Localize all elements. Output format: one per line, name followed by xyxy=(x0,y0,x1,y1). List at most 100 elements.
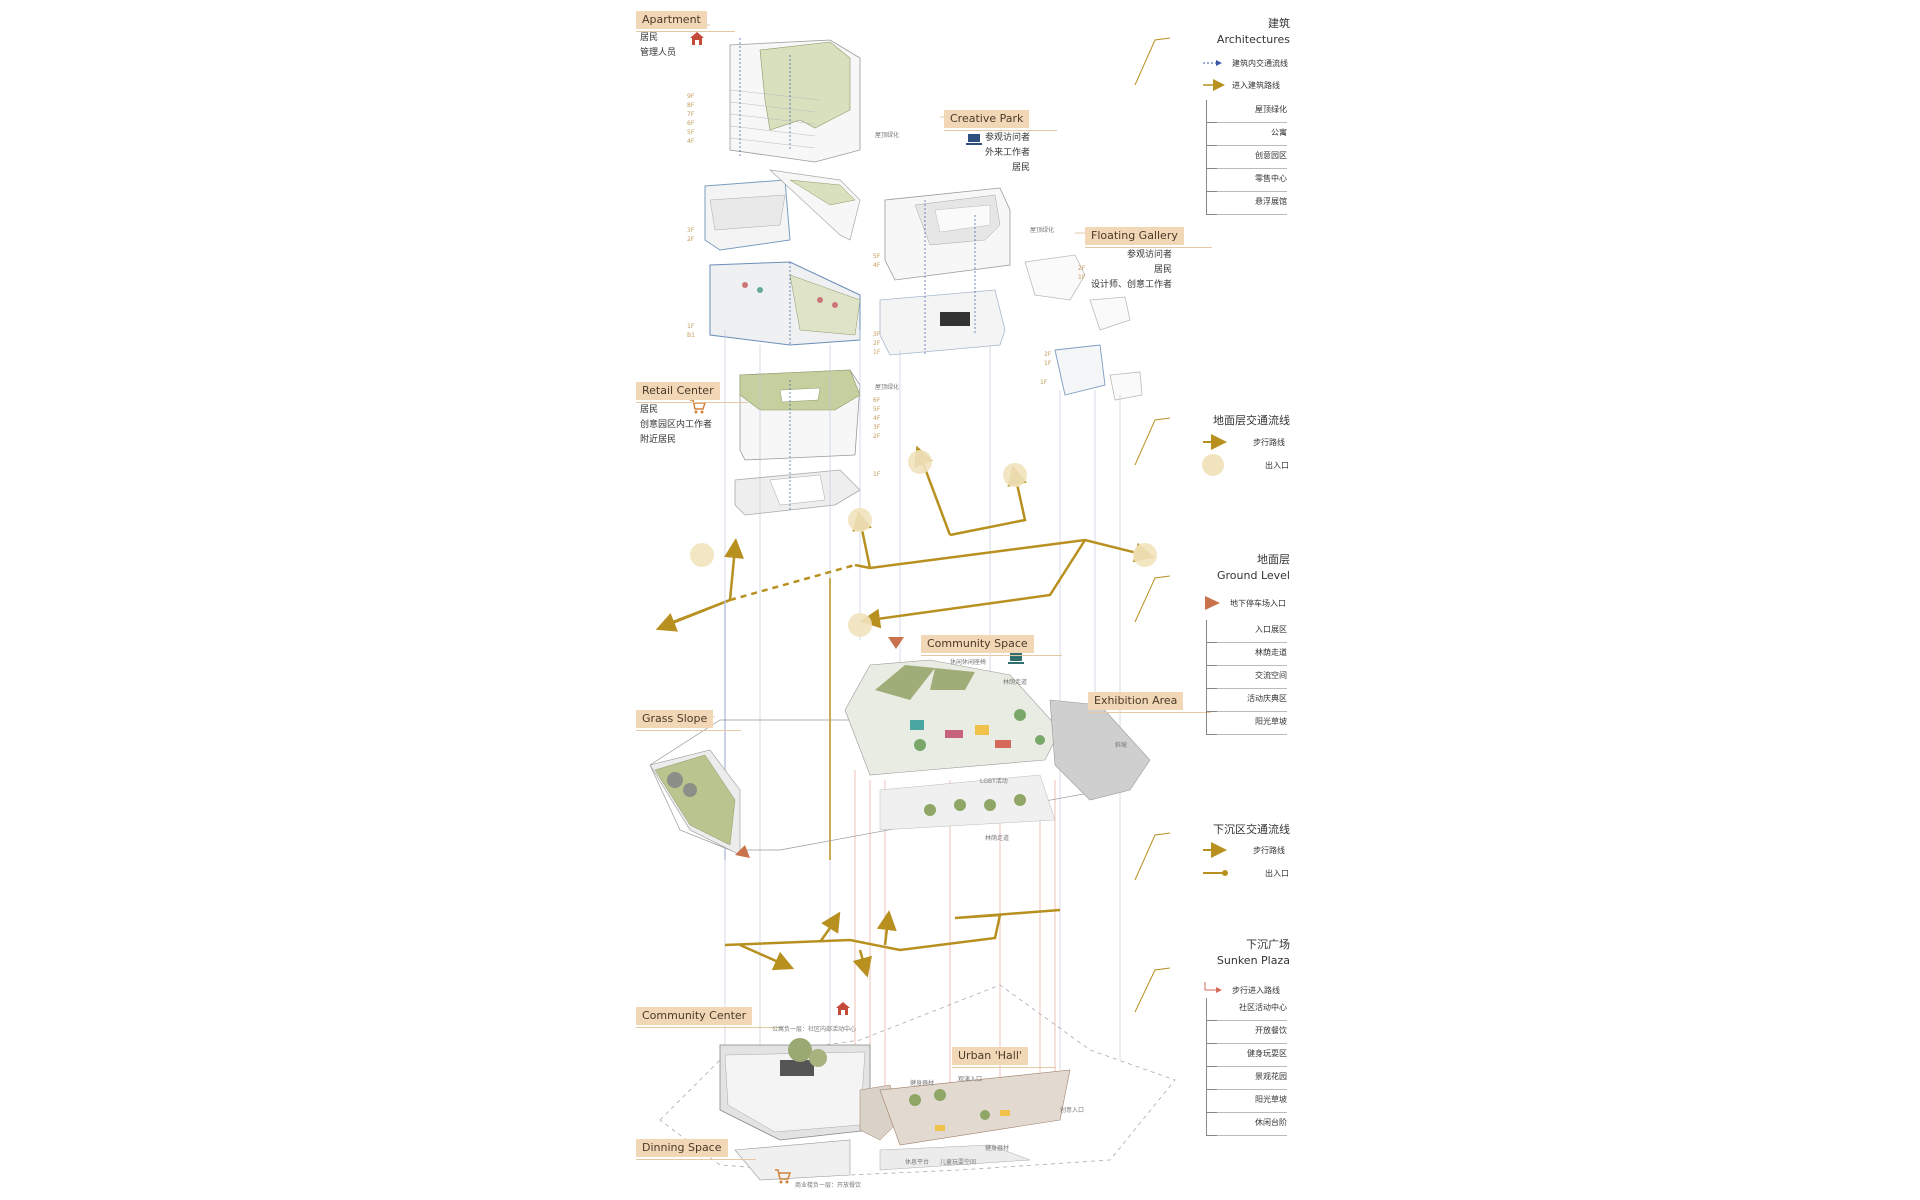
apartment-user-1: 居民 xyxy=(640,33,659,43)
floor-label: 2F xyxy=(687,236,695,243)
legend-list-item: 悬浮展馆 xyxy=(1207,192,1287,215)
floor-label: 4F xyxy=(687,138,695,145)
ground-level-plate xyxy=(649,659,1151,858)
legend-symbols xyxy=(1202,60,1228,993)
floor-label: 6F xyxy=(873,397,881,404)
legend-ground-entrance-label: 出入口 xyxy=(1265,461,1289,470)
legend-ground-flow-title: 地面层交通流线 xyxy=(1213,414,1290,427)
legend-sunken-plaza-title: 下沉广场 Sunken Plaza xyxy=(1180,937,1290,969)
floor-label: 3F xyxy=(873,331,881,338)
retail-floors-lower: 1F xyxy=(873,470,880,479)
floor-label: 6F xyxy=(687,120,695,127)
tag-community-center: Community Center xyxy=(636,1007,781,1028)
annotation-dining: 商业楼负一层：开放餐饮 xyxy=(795,1182,862,1189)
legend-enter-flow-label: 进入建筑路线 xyxy=(1232,81,1280,90)
retail-user-1: 居民 xyxy=(640,405,659,415)
legend-list-item: 林荫走道 xyxy=(1207,643,1287,666)
legend-list-item: 交流空间 xyxy=(1207,666,1287,689)
legend-ground-level-title: 地面层 Ground Level xyxy=(1180,552,1290,584)
cart-icon xyxy=(775,1169,792,1184)
tag-retail-center: Retail Center xyxy=(636,382,748,403)
floor-label: 4F xyxy=(873,262,881,269)
floating-gallery-building xyxy=(1024,254,1143,401)
legend-sunken-entrance-label: 出入口 xyxy=(1265,869,1289,878)
annotation-roof-green-1: 屋顶绿化 xyxy=(875,132,900,139)
annotation-tree-walk: 林荫走道 xyxy=(985,835,1010,842)
annotation-viewing-deck: 观演入口 xyxy=(958,1076,983,1083)
legend-title-en: Sunken Plaza xyxy=(1216,954,1290,967)
gallery-user-3: 设计师、创意工作者 xyxy=(1090,280,1172,290)
legend-sunken-plaza-list: 社区活动中心 开放餐饮 健身玩耍区 景观花园 阳光草坡 休闲台阶 xyxy=(1206,998,1287,1136)
floor-label: 2F xyxy=(1078,265,1086,272)
ground-entrances xyxy=(690,450,1157,637)
tag-dinning-space: Dinning Space xyxy=(636,1139,755,1160)
floor-label: 1F xyxy=(873,349,881,356)
annotation-sunken-entry: 创意入口 xyxy=(1060,1107,1085,1114)
floor-label: 3F xyxy=(687,227,695,234)
legend-architectures-title: 建筑 Architectures xyxy=(1180,16,1290,48)
annotation-ramp: 斜坡 xyxy=(1115,742,1128,749)
gallery-floors-c: 1F xyxy=(1040,378,1047,387)
annotation-kids-space: 儿童玩耍空间 xyxy=(940,1159,977,1166)
annotation-roof-green-2: 屋顶绿化 xyxy=(1030,227,1055,234)
legend-architectures-list: 屋顶绿化 公寓 创意园区 零售中心 悬浮展馆 xyxy=(1206,100,1287,215)
annotation-community-space-a: 休闲休闲座椅 xyxy=(950,659,987,666)
annotation-lgbt: LGBT活动 xyxy=(980,778,1008,785)
floor-label: 7F xyxy=(687,111,695,118)
parking-entrance-marker xyxy=(888,637,904,649)
annotation-community-space-b: 林荫走道 xyxy=(1003,679,1028,686)
floor-label: 1F xyxy=(687,323,695,330)
cart-icon xyxy=(690,399,707,414)
floor-label: 1F xyxy=(1078,274,1086,281)
creative-user-1: 参观访问者 xyxy=(985,133,1031,143)
tag-grass-slope: Grass Slope xyxy=(636,710,742,731)
annotation-roof-green-3: 屋顶绿化 xyxy=(875,384,900,391)
legend-list-item: 休闲台阶 xyxy=(1207,1113,1287,1136)
legend-parking-symbol xyxy=(1205,596,1220,610)
retail-user-3: 附近居民 xyxy=(640,435,677,445)
retail-floors-upper: 6F 5F 4F 3F 2F xyxy=(873,396,880,441)
gallery-floors-b: 2F 1F xyxy=(1044,350,1051,368)
legend-inner-flow-label: 建筑内交通流线 xyxy=(1232,59,1288,68)
tag-creative-park: Creative Park xyxy=(944,110,1058,131)
floor-label: 3F xyxy=(873,424,881,431)
legend-title-cn: 建筑 xyxy=(1268,17,1290,30)
legend-list-item: 活动庆典区 xyxy=(1207,689,1287,712)
legend-title-cn: 下沉广场 xyxy=(1246,938,1290,951)
gallery-user-2: 居民 xyxy=(1153,265,1172,275)
legend-ground-level-list: 入口展区 林荫走道 交流空间 活动庆典区 阳光草坡 xyxy=(1206,620,1287,735)
creative-user-2: 外来工作者 xyxy=(985,148,1031,158)
legend-list-item: 健身玩耍区 xyxy=(1207,1044,1287,1067)
legend-list-item: 屋顶绿化 xyxy=(1207,100,1287,123)
legend-title-en: Ground Level xyxy=(1217,569,1290,582)
legend-title-en: Architectures xyxy=(1216,33,1290,46)
floor-label: 4F xyxy=(873,415,881,422)
floor-label: 8F xyxy=(687,102,695,109)
floating-gallery-users: 参观访问者 居民 设计师、创意工作者 xyxy=(1090,248,1172,293)
sunken-flow-paths xyxy=(724,908,1061,978)
legend-sunken-flow-title: 下沉区交通流线 xyxy=(1213,823,1290,836)
tag-exhibition-area: Exhibition Area xyxy=(1088,692,1212,713)
creative-user-3: 居民 xyxy=(1011,163,1030,173)
legend-list-item: 入口展区 xyxy=(1207,620,1287,643)
annotation-community-center: 公寓负一层：社区内部活动中心 xyxy=(772,1026,857,1033)
creative-floors-lower: 3F 2F 1F xyxy=(873,330,880,357)
floor-label: 5F xyxy=(873,253,881,260)
legend-list-item: 创意园区 xyxy=(1207,146,1287,169)
legend-sunken-enter-symbol xyxy=(1204,982,1222,993)
tag-apartment: Apartment xyxy=(636,11,735,32)
apartment-floors-upper: 9F 8F 7F 6F 5F 4F xyxy=(687,92,694,146)
legend-ground-walk-label: 步行路线 xyxy=(1253,438,1285,447)
tag-urban-hall: Urban 'Hall' xyxy=(952,1047,1056,1068)
floor-label: 1F xyxy=(873,471,881,478)
sunken-plaza-plate xyxy=(719,1038,1071,1181)
creative-floors-upper: 5F 4F xyxy=(873,252,880,270)
floor-label: 2F xyxy=(873,433,881,440)
floor-label: 5F xyxy=(873,406,881,413)
floor-label: 5F xyxy=(687,129,695,136)
legend-sunken-walk-label: 步行路线 xyxy=(1253,846,1285,855)
retail-center-users: 居民 创意园区内工作者 附近居民 xyxy=(640,403,712,448)
annotation-fitness-2: 健身器材 xyxy=(985,1145,1010,1152)
tag-floating-gallery: Floating Gallery xyxy=(1085,227,1212,248)
annotation-fitness-1: 健身器材 xyxy=(910,1080,935,1087)
